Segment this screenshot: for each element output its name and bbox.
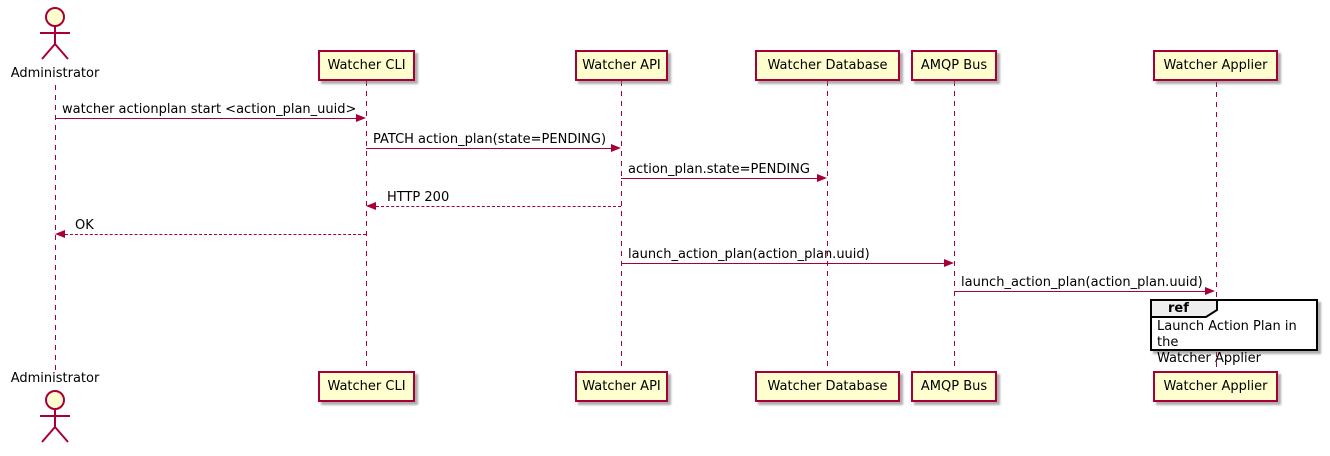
- arrowhead-icon: [944, 259, 954, 267]
- message-label: watcher actionplan start <action_plan_uu…: [62, 102, 357, 117]
- message-line: [65, 234, 366, 235]
- participant-watcher-database-bottom: Watcher Database: [755, 371, 900, 402]
- lifeline-watcher-database: [827, 81, 828, 371]
- participant-watcher-applier-bottom: Watcher Applier: [1153, 371, 1278, 402]
- lifeline-watcher-cli: [366, 81, 367, 371]
- participant-watcher-cli-bottom: Watcher CLI: [318, 371, 415, 402]
- ref-fragment: ref Launch Action Plan in the Watcher Ap…: [1150, 299, 1318, 366]
- lifeline-watcher-applier: [1216, 82, 1217, 371]
- participant-watcher-database-top: Watcher Database: [755, 50, 900, 81]
- message-line: [376, 206, 621, 207]
- lifeline-amqp-bus: [954, 81, 955, 371]
- lifeline-administrator: [55, 85, 56, 372]
- arrowhead-icon: [366, 202, 376, 210]
- arrowhead-icon: [817, 174, 827, 182]
- participant-watcher-cli-top: Watcher CLI: [318, 50, 415, 81]
- arrowhead-icon: [55, 230, 65, 238]
- lifeline-watcher-api: [621, 81, 622, 371]
- ref-text: Launch Action Plan in the Watcher Applie…: [1157, 319, 1297, 366]
- arrowhead-icon: [356, 114, 366, 122]
- participant-watcher-applier-top: Watcher Applier: [1153, 50, 1278, 81]
- message-line: [621, 263, 946, 264]
- message-label: HTTP 200: [387, 190, 450, 205]
- message-label: launch_action_plan(action_plan.uuid): [961, 275, 1203, 290]
- message-line: [366, 148, 613, 149]
- message-label: PATCH action_plan(state=PENDING): [373, 132, 607, 147]
- actor-icon: [40, 390, 70, 443]
- message-line: [55, 118, 358, 119]
- message-label: action_plan.state=PENDING: [628, 162, 810, 177]
- arrowhead-icon: [1205, 287, 1215, 295]
- message-line: [954, 291, 1207, 292]
- participant-amqp-bus-bottom: AMQP Bus: [911, 371, 997, 402]
- participant-watcher-api-bottom: Watcher API: [575, 371, 668, 402]
- arrowhead-icon: [611, 144, 621, 152]
- message-label: OK: [75, 218, 94, 233]
- ref-keyword: ref: [1168, 301, 1189, 316]
- message-label: launch_action_plan(action_plan.uuid): [628, 247, 870, 262]
- ref-tab-icon: [1150, 299, 1218, 318]
- message-line: [621, 178, 819, 179]
- participant-watcher-api-top: Watcher API: [575, 50, 668, 81]
- actor-label-bottom: Administrator: [10, 371, 100, 386]
- actor-label-top: Administrator: [10, 66, 100, 81]
- actor-icon: [40, 7, 70, 60]
- participant-amqp-bus-top: AMQP Bus: [911, 50, 997, 81]
